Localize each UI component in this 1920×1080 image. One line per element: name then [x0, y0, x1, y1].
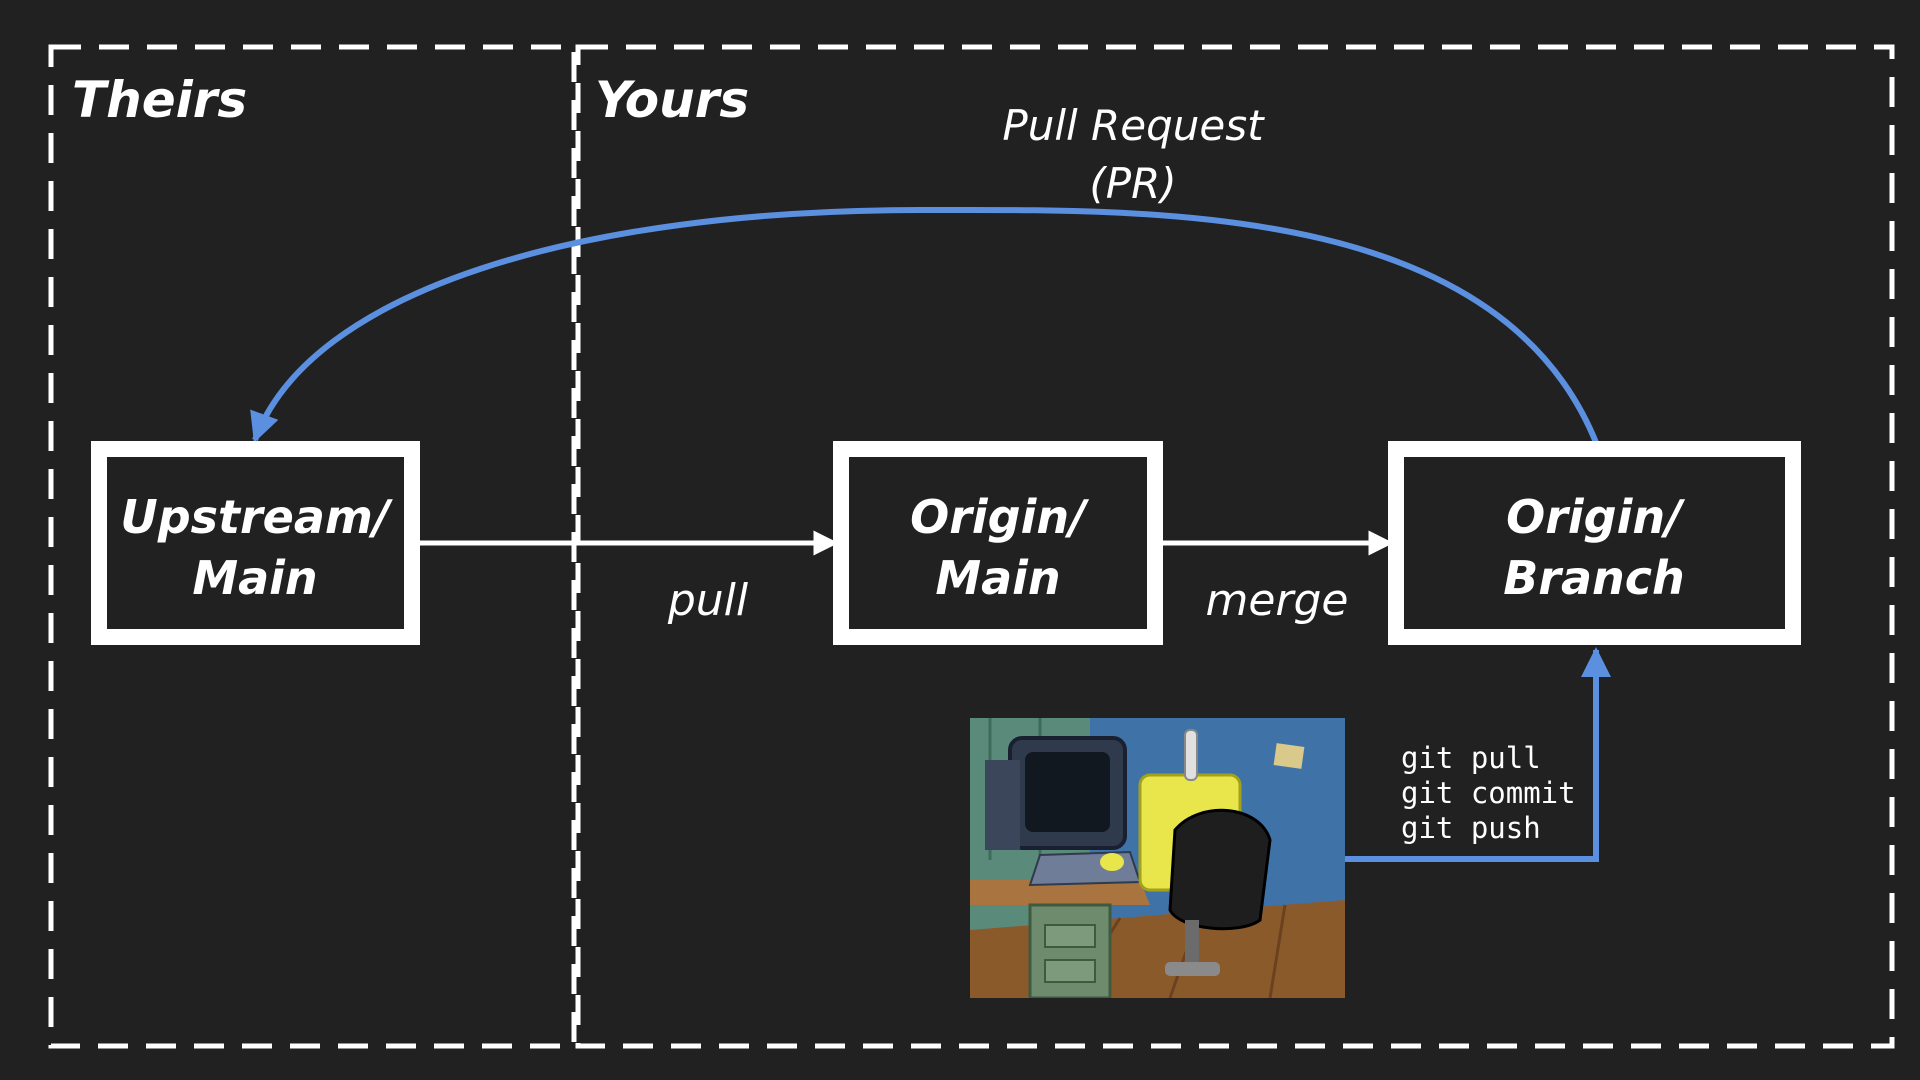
- git-command-2: git commit: [1401, 776, 1576, 810]
- theirs-region-label: Theirs: [72, 71, 247, 129]
- commit-push-arrow: [1345, 647, 1611, 862]
- pull-edge-label: pull: [667, 575, 749, 626]
- merge-edge-label: merge: [1205, 575, 1348, 626]
- origin-branch-label-line1: Origin/: [1506, 490, 1685, 544]
- theirs-region: [48, 44, 577, 1049]
- yours-region-label: Yours: [595, 71, 749, 129]
- origin-main-node: Origin/ Main: [833, 441, 1163, 645]
- pull-request-arrow: [250, 206, 1600, 447]
- origin-main-label-line2: Main: [935, 551, 1060, 605]
- origin-main-label-line1: Origin/: [910, 490, 1089, 544]
- pull-request-label-line1: Pull Request: [1002, 101, 1265, 150]
- origin-branch-node: Origin/ Branch: [1388, 441, 1801, 645]
- origin-branch-label-line2: Branch: [1503, 551, 1685, 605]
- pull-request-label-line2: (PR): [1089, 159, 1176, 208]
- upstream-main-label-line1: Upstream/: [120, 490, 393, 544]
- git-command-3: git push: [1401, 811, 1541, 845]
- git-command-1: git pull: [1401, 741, 1541, 775]
- upstream-main-label-line2: Main: [192, 551, 317, 605]
- upstream-main-node: Upstream/ Main: [91, 441, 420, 645]
- cartoon-coding-illustration: [970, 718, 1345, 998]
